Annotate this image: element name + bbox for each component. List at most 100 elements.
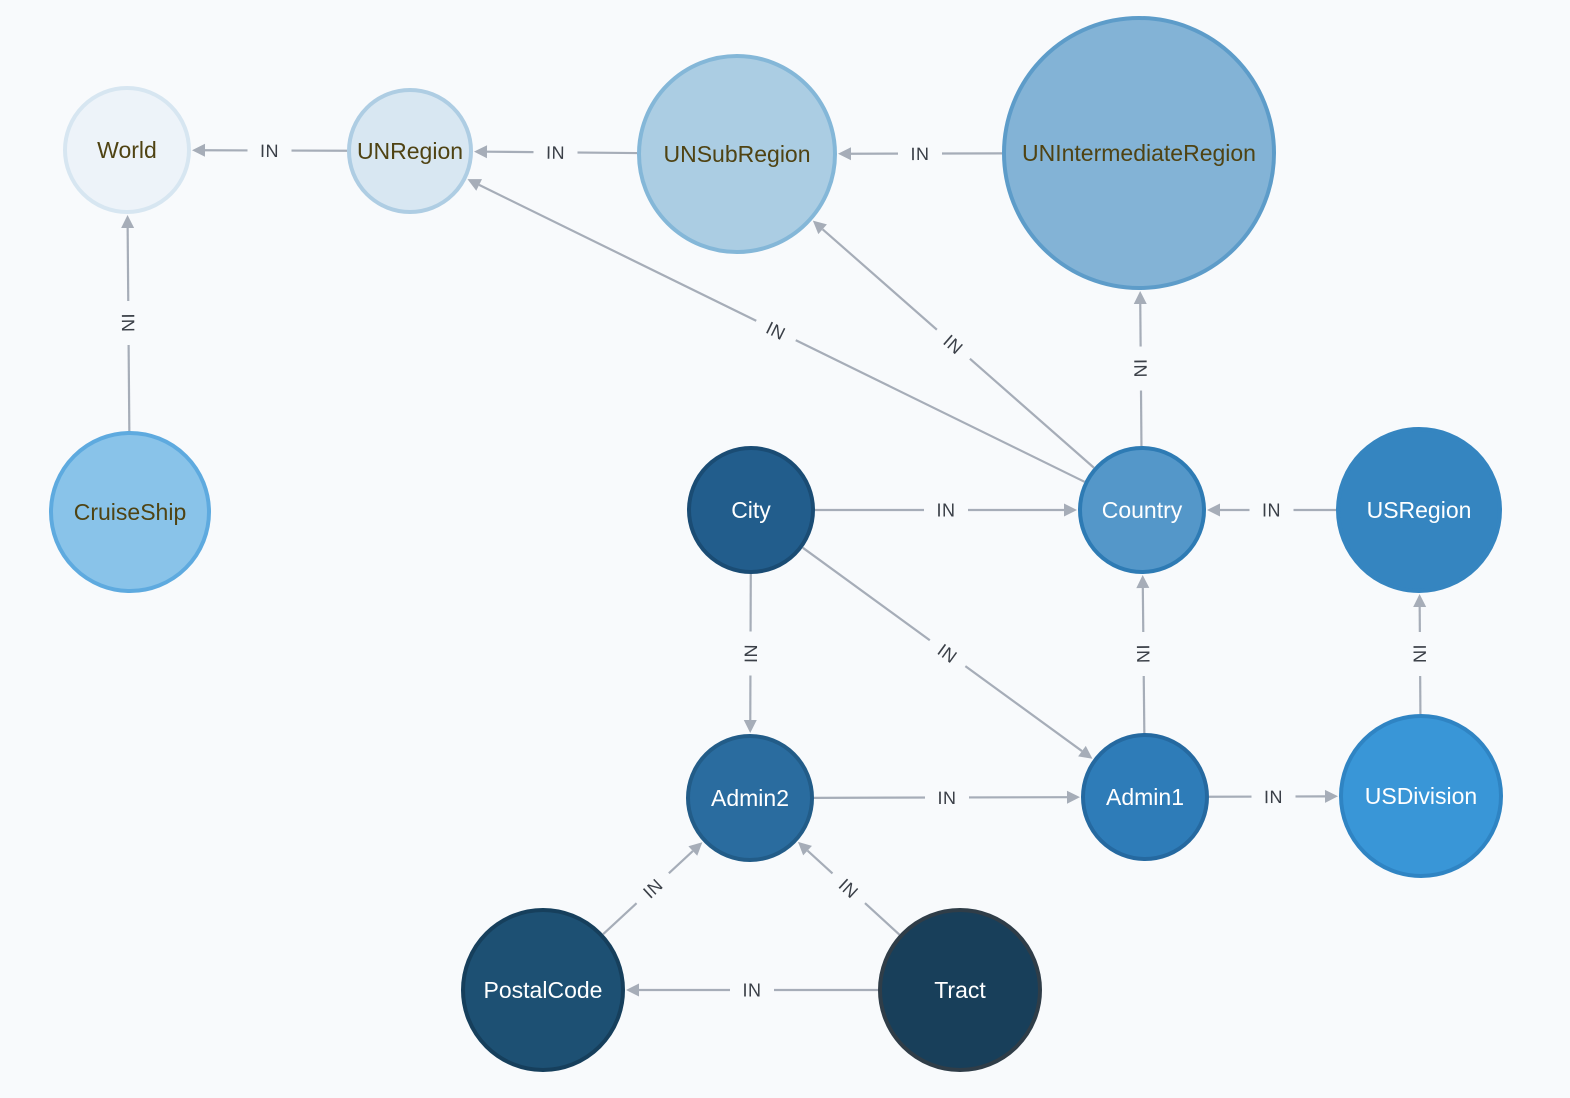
edge-arrowhead (1066, 790, 1081, 804)
edge-usregion-to-country[interactable]: IN (1207, 497, 1336, 523)
edge-unsub-region-to-unregion[interactable]: IN (473, 139, 638, 166)
edge-label: IN (937, 501, 956, 521)
node-city[interactable]: City (687, 446, 815, 574)
node-label: CruiseShip (74, 499, 187, 525)
edge-label-background (897, 140, 943, 167)
edge-label: IN (1409, 644, 1429, 663)
edge-label-background (924, 497, 968, 523)
edge-admin2-to-admin1[interactable]: IN (813, 784, 1081, 811)
edge-city-to-admin1[interactable]: IN (802, 546, 1093, 759)
edge-label: IN (741, 644, 761, 663)
node-unintermediate-region[interactable]: UNIntermediateRegion (1002, 16, 1276, 290)
edge-city-to-admin2[interactable]: IN (737, 573, 764, 734)
edge-label-background (750, 309, 802, 352)
edge-label-group: IN (115, 300, 142, 346)
edge-label-background (730, 977, 774, 1003)
edge-admin1-to-country[interactable]: IN (1130, 574, 1157, 734)
edge-label-group: IN (1249, 497, 1294, 523)
node-circle (1336, 427, 1502, 593)
node-tract[interactable]: Tract (878, 908, 1042, 1072)
node-label: UNIntermediateRegion (1022, 140, 1256, 166)
node-circle (347, 88, 473, 214)
edge-label: IN (118, 313, 138, 332)
edge-label-background (737, 631, 764, 676)
edge-label-group: IN (1251, 783, 1296, 810)
edge-label: IN (743, 981, 762, 1001)
node-label: Admin1 (1106, 784, 1184, 810)
node-label: Tract (934, 977, 986, 1003)
node-label: Admin2 (711, 785, 789, 811)
node-usdivision[interactable]: USDivision (1339, 714, 1503, 878)
edge-tract-to-postal-code[interactable]: IN (626, 977, 878, 1003)
edge-label-background (247, 137, 292, 164)
node-admin2[interactable]: Admin2 (686, 734, 814, 862)
edge-label-group: IN (924, 497, 968, 523)
edge-label: IN (1264, 787, 1283, 807)
node-circle (63, 86, 191, 214)
edge-country-to-unsub-region[interactable]: IN (812, 220, 1095, 469)
node-postal-code[interactable]: PostalCode (461, 908, 625, 1072)
nodes-layer: World UNRegion UNSubRegion UNIntermediateRe… (49, 16, 1503, 1072)
edge-label-group: IN (533, 139, 578, 166)
edge-arrowhead (743, 719, 757, 734)
node-label: USDivision (1365, 783, 1477, 809)
edge-arrowhead (1136, 574, 1150, 589)
edge-label-background (1249, 497, 1294, 523)
node-circle (687, 446, 815, 574)
edge-label: IN (260, 141, 279, 161)
edge-arrowhead (1078, 745, 1093, 759)
edge-label-background (627, 863, 678, 913)
edge-label-group: IN (928, 319, 979, 369)
node-admin1[interactable]: Admin1 (1081, 733, 1209, 861)
node-country[interactable]: Country (1078, 446, 1206, 574)
node-unsub-region[interactable]: UNSubRegion (637, 54, 837, 254)
edge-unintermediate-region-to-unsub-region[interactable]: IN (837, 140, 1003, 167)
node-label: UNSubRegion (663, 141, 810, 167)
edge-cruise-ship-to-world[interactable]: IN (115, 214, 142, 432)
node-label: PostalCode (484, 977, 603, 1003)
edge-tract-to-admin2[interactable]: IN (797, 841, 901, 936)
node-usregion[interactable]: USRegion (1336, 427, 1502, 593)
node-cruise-ship[interactable]: CruiseShip (49, 431, 211, 593)
edge-arrowhead (1324, 789, 1339, 803)
edge-label-background (1127, 346, 1154, 391)
edge-label-group: IN (897, 140, 943, 167)
edge-arrowhead (1207, 503, 1220, 517)
edge-postal-code-to-admin2[interactable]: IN (602, 842, 703, 936)
edge-label-group: IN (750, 309, 802, 352)
node-circle (1081, 733, 1209, 861)
edge-arrowhead (812, 220, 827, 235)
node-label: World (97, 137, 157, 163)
edge-label-group: IN (737, 631, 764, 676)
edge-label-background (1251, 783, 1296, 810)
edge-label: IN (910, 144, 929, 164)
node-label: UNRegion (357, 138, 463, 164)
edge-usdivision-to-usregion[interactable]: IN (1406, 593, 1434, 715)
edge-label-group: IN (1127, 346, 1154, 391)
node-world[interactable]: World (63, 86, 191, 214)
node-circle (878, 908, 1042, 1072)
edge-unregion-to-world[interactable]: IN (191, 137, 348, 164)
edge-arrowhead (1064, 503, 1077, 517)
edge-country-to-unregion[interactable]: IN (467, 179, 1086, 483)
edge-city-to-country[interactable]: IN (815, 497, 1077, 523)
edge-label-background (928, 319, 979, 369)
node-label: Country (1102, 497, 1183, 523)
node-circle (461, 908, 625, 1072)
edge-country-to-unintermediate-region[interactable]: IN (1127, 290, 1154, 447)
edge-label-group: IN (730, 977, 774, 1003)
node-unregion[interactable]: UNRegion (347, 88, 473, 214)
edge-label-background (922, 629, 974, 677)
edge-admin1-to-usdivision[interactable]: IN (1208, 783, 1339, 810)
edge-label-background (115, 300, 142, 346)
edge-label-background (1406, 631, 1434, 677)
edge-label: IN (546, 143, 565, 163)
edge-arrowhead (626, 983, 639, 997)
node-circle (1078, 446, 1206, 574)
edge-label-background (1130, 631, 1157, 677)
edge-label-group: IN (823, 863, 874, 913)
edge-label: IN (1262, 501, 1281, 521)
edge-arrowhead (467, 179, 482, 191)
node-label: USRegion (1367, 497, 1472, 523)
node-circle (637, 54, 837, 254)
